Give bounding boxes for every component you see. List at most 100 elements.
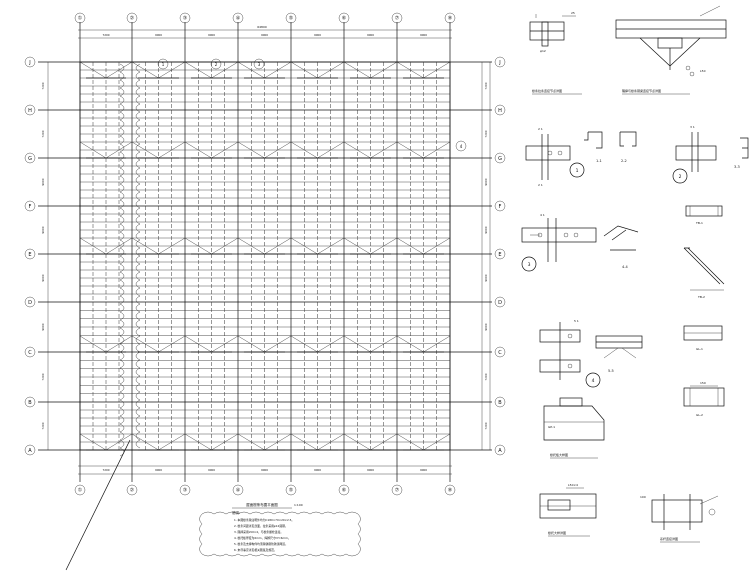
brace-line [237,61,265,79]
roof-boundary [79,61,451,451]
brace-line [317,433,345,451]
brace-line [396,141,424,159]
brace-line [184,237,212,255]
col-bubble-top-3 [179,12,191,24]
col-label-bottom-3: ③ [183,488,187,494]
right-dim-8: 7200 [484,422,488,429]
col-label-bottom-4: ④ [236,488,241,494]
top-dim-1: 7200 [102,33,109,37]
brace-line [131,61,159,79]
right-dim-2: 7200 [484,130,488,137]
brace-line [105,141,133,159]
row-bubble-left-2 [24,104,36,116]
brace-line [184,433,212,451]
top-dim-5: 9000 [314,33,321,37]
col-label-top-6: ⑥ [342,16,347,22]
detail-gl-3: 100 系杆连接详图 [640,494,719,543]
row-bubble-right-6 [494,296,506,308]
note-line-4: 4. 檩托板厚度为6mm，焊脚尺寸hf=6mm。 [234,536,291,540]
brace-line [396,335,424,353]
detail-drawings: 25 φ12 檩条拉条连接节点详图 L50 隅撑与檩条钢梁连接节点详图 [521,5,749,543]
col-bubble-bottom-5 [285,484,297,496]
bottom-dim-7: 9000 [420,468,427,472]
callout-4: 4 [460,144,463,149]
brace-line [211,335,239,353]
brace-line [423,335,451,353]
brace-line [158,61,186,79]
svg-text:150: 150 [700,381,706,385]
row-label-right-3: G [498,156,502,162]
detail-node-2: 3 1 2 [672,125,717,184]
row-bubble-right-2 [494,104,506,116]
general-notes: 说明: 1. 本图檩条除注明外均为C180×70×20×2.5。 2. 檩条间距… [199,510,361,557]
top-dim-7: 9000 [420,33,427,37]
row-bubble-right-3 [494,152,506,164]
brace-line [317,335,345,353]
col-label-bottom-6: ⑥ [342,488,347,494]
row-label-right-2: H [498,108,502,114]
row-label-left-2: H [28,108,32,114]
row-label-left-7: C [28,350,32,356]
callout-markers: 1 2 3 4 [157,58,467,152]
svg-text:GL-1: GL-1 [696,347,703,351]
svg-text:L50×4: L50×4 [568,483,578,487]
detail-tb-1: TB-1 [685,205,723,225]
revision-cloud [119,63,141,457]
right-dim-1: 7200 [484,82,488,89]
callout-3: 3 [258,62,261,67]
left-dim-1: 7200 [41,82,45,89]
row-label-left-1: J [28,60,30,66]
brace-line [105,433,133,451]
col-bubble-bottom-8 [444,484,456,496]
right-dim-5: 9000 [484,274,488,281]
detail-purlin-bracket: GP-1 檩托板大样图 [543,397,605,459]
row-bubble-right-1 [494,56,506,68]
col-bubble-top-2 [126,12,138,24]
left-dim-7: 7200 [41,373,45,380]
brace-line [343,61,371,79]
svg-text:100: 100 [640,495,646,499]
row-label-right-1: J [498,60,500,66]
overall-dimension: 64800 [257,25,267,29]
bottom-dim-5: 9000 [314,468,321,472]
brace-line [423,237,451,255]
col-label-bottom-5: ⑤ [289,488,293,494]
col-label-bottom-8: ⑧ [448,488,453,494]
col-bubble-top-8 [444,12,456,24]
svg-text:2-2: 2-2 [621,159,627,163]
callout-num-2: 2 [679,174,682,180]
detail-gl-2: 150 GL-2 [683,381,725,417]
svg-text:GL-2: GL-2 [696,413,703,417]
row-label-left-5: E [28,252,31,258]
brace-line [131,141,159,159]
row-bubble-right-8 [494,396,506,408]
section-3-3: 3-3 [734,137,749,169]
callout-1: 1 [162,62,165,67]
brace-line [264,335,292,353]
bottom-dim-6: 9000 [367,468,374,472]
brace-line [79,141,107,159]
svg-text:5-5: 5-5 [608,369,614,373]
left-dim-2: 7200 [41,130,45,137]
brace-line [264,61,292,79]
bottom-dim-1: 7200 [102,468,109,472]
row-label-left-8: B [28,400,32,406]
brace-line [237,237,265,255]
brace-line [105,335,133,353]
col-bubble-bottom-4 [232,484,244,496]
brace-line [396,61,424,79]
svg-text:L50: L50 [700,69,706,73]
notes-heading: 说明: [232,510,240,515]
top-dimension-chain: 64800 7200720090009000900090009000900090… [78,25,452,475]
detail-tb-2: TB-2 [683,247,725,299]
row-bubble-right-4 [494,200,506,212]
svg-text:GP-1: GP-1 [548,425,555,429]
detail-gl-1: GL-1 [683,325,723,351]
svg-text:2 1: 2 1 [538,127,543,131]
row-label-right-4: F [499,204,502,210]
svg-text:4 1: 4 1 [540,213,545,217]
brace-line [290,433,318,451]
brace-line [317,237,345,255]
